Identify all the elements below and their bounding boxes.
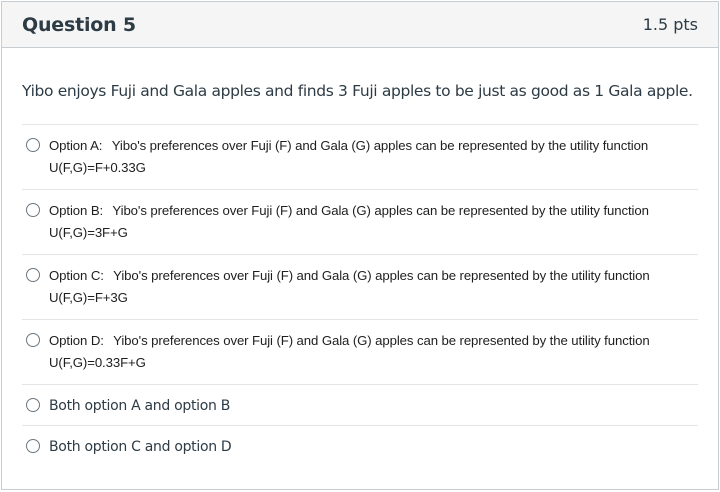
- answer-text-line2: U(F,G)=F+0.33G: [49, 160, 146, 175]
- answer-label[interactable]: Option C: Yibo's preferences over Fuji (…: [49, 265, 650, 309]
- answer-list: Option A: Yibo's preferences over Fuji (…: [22, 124, 698, 467]
- answer-label[interactable]: Option B: Yibo's preferences over Fuji (…: [49, 200, 649, 244]
- radio-button-option-c[interactable]: [26, 268, 40, 282]
- radio-button-option-b[interactable]: [26, 203, 40, 217]
- answer-option-c-and-d[interactable]: Both option C and option D: [22, 426, 698, 467]
- answer-text-line1: Yibo's preferences over Fuji (F) and Gal…: [111, 138, 649, 153]
- radio-button-option-c-and-d[interactable]: [26, 439, 40, 453]
- answer-label[interactable]: Both option A and option B: [49, 398, 231, 414]
- answer-option-d[interactable]: Option D: Yibo's preferences over Fuji (…: [22, 320, 698, 385]
- answer-option-c[interactable]: Option C: Yibo's preferences over Fuji (…: [22, 255, 698, 320]
- answer-option-a-and-b[interactable]: Both option A and option B: [22, 385, 698, 426]
- answer-prefix: Option A:: [49, 138, 103, 153]
- answer-text-line1: Yibo's preferences over Fuji (F) and Gal…: [113, 333, 650, 348]
- answer-prefix: Option C:: [49, 268, 104, 283]
- question-points: 1.5 pts: [642, 15, 698, 34]
- radio-button-option-a-and-b[interactable]: [26, 398, 40, 412]
- question-header: Question 5 1.5 pts: [2, 2, 718, 48]
- answer-text-line2: U(F,G)=0.33F+G: [49, 355, 146, 370]
- question-title: Question 5: [22, 13, 136, 36]
- answer-text-line2: U(F,G)=F+3G: [49, 290, 128, 305]
- answer-option-b[interactable]: Option B: Yibo's preferences over Fuji (…: [22, 190, 698, 255]
- answer-text-line1: Yibo's preferences over Fuji (F) and Gal…: [112, 203, 649, 218]
- answer-text-line2: U(F,G)=3F+G: [49, 225, 128, 240]
- answer-prefix: Option B:: [49, 203, 104, 218]
- answer-prefix: Option D:: [49, 333, 104, 348]
- question-body: Yibo enjoys Fuji and Gala apples and fin…: [2, 82, 718, 467]
- answer-label[interactable]: Option D: Yibo's preferences over Fuji (…: [49, 330, 650, 374]
- radio-button-option-d[interactable]: [26, 333, 40, 347]
- question-text: Yibo enjoys Fuji and Gala apples and fin…: [22, 82, 693, 100]
- answer-text-line1: Yibo's preferences over Fuji (F) and Gal…: [113, 268, 650, 283]
- answer-label[interactable]: Option A: Yibo's preferences over Fuji (…: [49, 135, 648, 179]
- answer-label[interactable]: Both option C and option D: [49, 439, 232, 455]
- radio-button-option-a[interactable]: [26, 138, 40, 152]
- answer-option-a[interactable]: Option A: Yibo's preferences over Fuji (…: [22, 125, 698, 190]
